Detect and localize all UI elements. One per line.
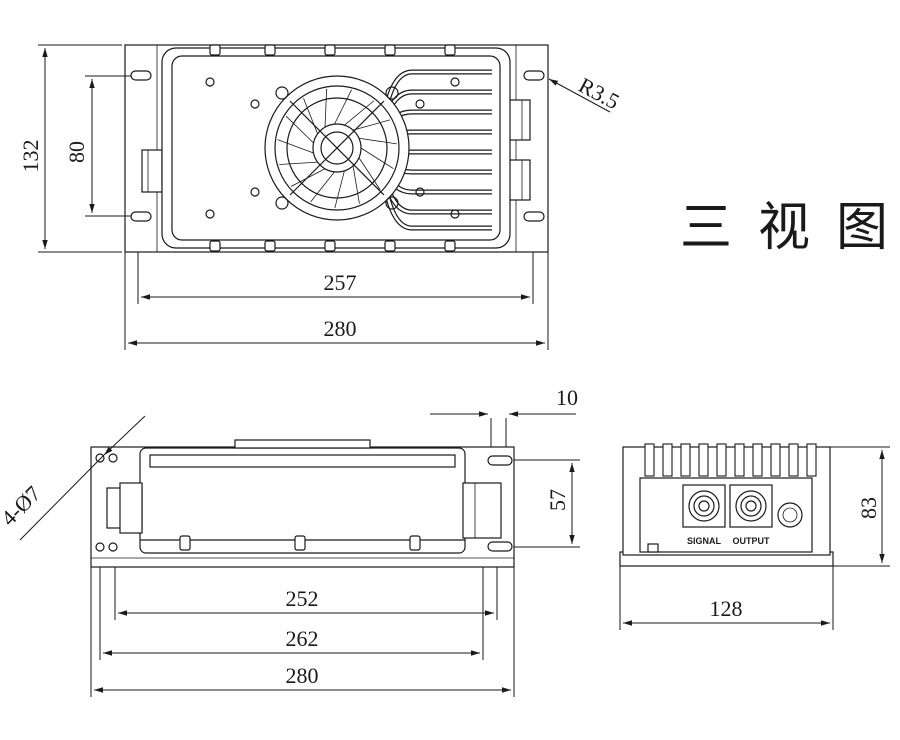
side-fin <box>644 443 655 477</box>
drawing-title: 三视图 <box>680 198 900 258</box>
front-view-dimensions: 4-Ø7 10 57 252 262 280 <box>0 385 580 697</box>
side-fin <box>662 443 673 477</box>
fan-blade <box>324 88 328 128</box>
fan-blade <box>344 100 375 126</box>
fan-blade <box>352 119 391 131</box>
top-slot <box>130 211 152 222</box>
boss <box>264 44 276 56</box>
front-top-rib <box>234 439 371 449</box>
boss <box>384 44 396 56</box>
fan-blade <box>277 139 314 154</box>
signal-label: SIGNAL <box>687 536 722 546</box>
side-fin <box>716 443 727 477</box>
front-slot <box>487 455 513 466</box>
side-fin <box>752 443 763 477</box>
fan-blade <box>279 161 318 165</box>
boss <box>264 240 276 252</box>
side-view-dimensions: 83 128 <box>619 446 890 630</box>
front-hole <box>95 453 105 463</box>
dim-hole-note: 4-Ø7 <box>0 481 46 531</box>
housing-dot <box>415 99 425 109</box>
side-fin <box>734 443 745 477</box>
dim-side-width-128: 128 <box>710 596 743 621</box>
dim-slot-radius: R3.5 <box>575 72 624 114</box>
dim-side-height-83: 83 <box>856 497 881 519</box>
boss <box>209 44 221 56</box>
front-hole <box>108 453 118 463</box>
fan-blade <box>310 171 335 203</box>
output-connector <box>729 484 773 528</box>
dim-total-width-280: 280 <box>324 316 357 341</box>
fan-blade <box>334 89 352 125</box>
top-base-plate <box>124 44 549 253</box>
fan-blade <box>303 98 318 135</box>
boss <box>324 44 336 56</box>
dim-connector-height-57: 57 <box>545 489 570 511</box>
boss <box>209 240 221 252</box>
front-hole <box>95 542 105 552</box>
housing-dot <box>250 99 260 109</box>
signal-connector <box>682 484 726 528</box>
side-view: SIGNAL OUTPUT <box>619 443 834 567</box>
fan-blade <box>358 137 397 145</box>
side-fin <box>680 443 691 477</box>
top-slot <box>523 211 545 222</box>
side-fin <box>770 443 781 477</box>
fan-blades <box>277 88 397 209</box>
fan-screw <box>385 196 399 210</box>
dim-hole-spacing-80: 80 <box>64 141 89 163</box>
top-right-connector <box>507 99 531 141</box>
housing-dot <box>450 209 460 219</box>
fan-screw <box>385 86 399 100</box>
fan-blade <box>360 147 394 169</box>
boss <box>444 44 456 56</box>
housing-dot <box>450 77 460 87</box>
boss <box>324 240 336 252</box>
side-vent <box>777 502 803 528</box>
fan-blade <box>358 157 381 190</box>
dim-body-width-257: 257 <box>324 270 357 295</box>
dim-offset-10: 10 <box>556 385 578 410</box>
side-fin <box>788 443 799 477</box>
front-right-connector <box>462 482 502 539</box>
front-hole <box>108 542 118 552</box>
fan-blade <box>334 170 345 209</box>
dim-inner-width-252: 252 <box>286 586 319 611</box>
dim-mid-width-262: 262 <box>286 626 319 651</box>
fan-screw <box>275 196 289 210</box>
fan-blade <box>352 165 360 204</box>
dim-front-total-width-280: 280 <box>286 663 319 688</box>
fan-blade <box>285 115 314 144</box>
boss <box>384 240 396 252</box>
fan-screw <box>275 86 289 100</box>
front-slot <box>487 541 513 552</box>
housing-bosses <box>205 44 460 252</box>
housing-dot <box>250 187 260 197</box>
front-view <box>90 439 515 568</box>
dim-height-132: 132 <box>18 140 43 173</box>
housing-dot <box>415 187 425 197</box>
top-left-connector <box>141 149 163 193</box>
side-fin <box>698 443 709 477</box>
side-fins <box>644 443 817 477</box>
top-slot <box>130 70 152 81</box>
housing-dot <box>205 77 215 87</box>
side-fin <box>806 443 817 477</box>
top-view <box>124 44 549 253</box>
output-label: OUTPUT <box>733 536 771 546</box>
housing-dot <box>205 209 215 219</box>
top-right-connector <box>507 159 531 201</box>
top-slot <box>523 70 545 81</box>
boss <box>444 240 456 252</box>
